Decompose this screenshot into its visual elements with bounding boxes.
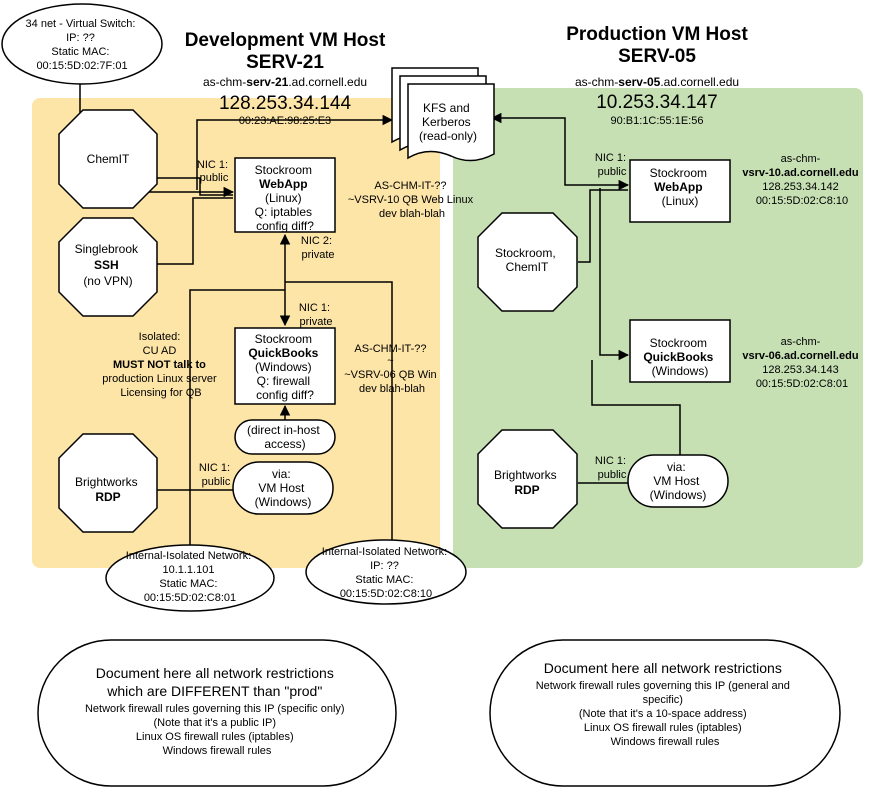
- dev-doc-note: [37, 639, 397, 787]
- wire-prod-webapp-quickbooks: [599, 188, 630, 361]
- wire-dev-chemit-webapp: [155, 177, 233, 196]
- prod-quickbooks-node: [629, 319, 731, 383]
- prod-webapp-node: [629, 159, 731, 223]
- prod-nic1-public-label: NIC 1: public: [595, 152, 629, 178]
- dev-internal-network-2: [305, 539, 467, 605]
- prod-vsrv06-label: as-chm- vsrv-06.ad.cornell.edu 128.253.3…: [742, 336, 861, 390]
- dev-via-node: [232, 461, 334, 515]
- prod-host-fqdn: as-chm-serv-05.ad.cornell.edu: [575, 75, 739, 89]
- dev-quickbooks-label: Stockroom QuickBooks (Windows) Q: firewa…: [248, 332, 321, 402]
- virtual-switch-node: [1, 3, 163, 85]
- dev-vsrv10-note: AS-CHM-IT-?? ~VSRV-10 QB Web Linux dev b…: [348, 180, 476, 220]
- prod-quickbooks-label: Stockroom QuickBooks (Windows): [643, 336, 716, 378]
- dev-host-title: Development VM Host: [185, 30, 386, 51]
- dev-chemit-label: ChemIT: [87, 152, 130, 166]
- prod-vsrv10-label: as-chm- vsrv-10.ad.cornell.edu 128.253.3…: [742, 153, 861, 207]
- dev-host-fqdn: as-chm-serv-21.ad.cornell.edu: [203, 75, 367, 89]
- prod-nic1-public-rdp-label: NIC 1: public: [595, 455, 629, 481]
- dev-brightworks-node: [58, 433, 158, 533]
- prod-host-name: SERV-05: [618, 46, 696, 67]
- dev-webapp-label: Stockroom WebApp (Linux) Q: iptables con…: [255, 163, 316, 233]
- prod-chemit-label: Stockroom, ChemIT: [495, 246, 559, 274]
- wire-prod-quickbooks-via: [591, 360, 681, 458]
- prod-host-mac: 90:B1:1C:55:1E:56: [611, 115, 704, 127]
- wire-singlebrook-webapp: [155, 197, 233, 265]
- dev-brightworks-label: Brightworks RDP: [75, 475, 141, 504]
- dev-nic1-public-rdp-label: NIC 1: public: [199, 462, 233, 488]
- dev-via-label: via: VM Host (Windows): [255, 467, 312, 509]
- dev-nic2-private-label: NIC 2: private: [301, 235, 335, 261]
- dev-webapp-node: [234, 157, 336, 233]
- prod-brightworks-label: Brightworks RDP: [494, 468, 560, 497]
- dev-singlebrook-label: Singlebrook SSH (no VPN): [75, 242, 142, 288]
- virtual-switch-label: 34 net - Virtual Switch: IP: ?? Static M…: [26, 18, 139, 72]
- dev-chemit-node: [58, 109, 158, 209]
- dev-doc-text: Document here all network restrictions w…: [85, 665, 349, 757]
- wire-net1-quickbooks: [189, 289, 285, 548]
- dev-host-ip: 128.253.34.144: [219, 93, 352, 114]
- dev-internal-network-1: [105, 544, 275, 612]
- kfs-label: KFS and Kerberos (read-only): [419, 101, 477, 143]
- prod-chemit-node: [477, 212, 578, 312]
- dev-internal-network-2-label: Internal-Isolated Network: IP: ?? Static…: [322, 546, 450, 600]
- wire-net2-webapp: [285, 281, 393, 540]
- dev-host-mac: 00:23:AE:98:25:E3: [239, 115, 331, 127]
- dev-nic1-public-label: NIC 1: public: [197, 159, 231, 184]
- prod-via-label: via: VM Host (Windows): [650, 460, 707, 502]
- wire-prod-chemit-webapp: [578, 189, 628, 263]
- prod-via-node: [627, 454, 729, 508]
- prod-webapp-label: Stockroom WebApp (Linux): [650, 166, 711, 208]
- dev-vsrv06-note: AS-CHM-IT-?? ~ ~VSRV-06 QB Win dev blah-…: [344, 343, 439, 395]
- dev-internal-network-1-label: Internal-Isolated Network: 10.1.1.101 St…: [126, 550, 254, 604]
- prod-host-title: Production VM Host: [566, 24, 748, 45]
- prod-brightworks-node: [477, 429, 578, 529]
- wire-dev-webapp-kfs: [196, 114, 394, 190]
- dev-nic1-private-label: NIC 1: private: [299, 302, 333, 328]
- kfs-kerberos-node: [391, 67, 495, 162]
- prod-host-ip: 10.253.34.147: [596, 92, 718, 113]
- prod-doc-text: Document here all network restrictions N…: [536, 660, 795, 748]
- dev-direct-access-label: (direct in-host access): [247, 423, 323, 451]
- prod-doc-note: [489, 639, 841, 787]
- dev-host-name: SERV-21: [246, 52, 324, 73]
- wire-kfs-prod-webapp: [490, 112, 630, 191]
- dev-isolated-note: Isolated: CU AD MUST NOT talk to product…: [102, 331, 219, 399]
- dev-quickbooks-node: [234, 327, 336, 405]
- dev-direct-access-node: [234, 419, 336, 455]
- dev-singlebrook-node: [58, 217, 158, 317]
